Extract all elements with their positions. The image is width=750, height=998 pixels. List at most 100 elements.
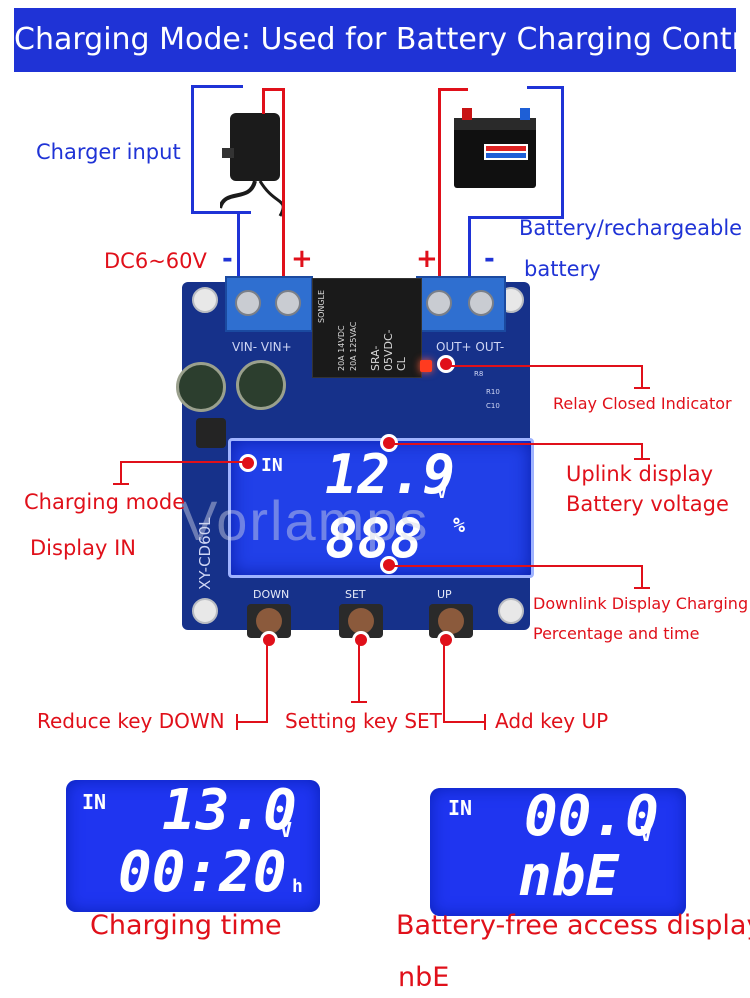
mount-hole-br: [498, 598, 524, 624]
wire-vin-minus-top: [191, 85, 243, 88]
input-terminal-label: VIN- VIN+: [232, 340, 292, 354]
panel-left-time: 00:20: [118, 840, 287, 905]
lcd-voltage: 12.9: [325, 443, 456, 506]
button-cap-icon: [348, 608, 374, 634]
wire-out-plus: [438, 88, 441, 302]
wire-vin-minus-bottom: [191, 211, 251, 214]
relay-callout-tick: [641, 365, 643, 389]
up-callout-dot: [437, 631, 455, 649]
panel-left-mode: IN: [82, 790, 107, 814]
battery-free-caption-2: nbE: [398, 962, 450, 993]
button-cap-icon: [256, 608, 282, 634]
vin-plus-sign: +: [291, 244, 313, 274]
lcd-mode: IN: [261, 455, 283, 476]
wire-battery-minus: [561, 86, 564, 219]
inductor: [196, 418, 226, 448]
vin-minus-sign: -: [222, 244, 233, 274]
output-terminal: [416, 276, 506, 332]
board-btn-down-label: DOWN: [253, 588, 290, 601]
charger-input-label: Charger input: [36, 140, 181, 164]
r10-label: R10: [486, 388, 500, 396]
up-callout-line-h: [443, 721, 485, 723]
down-callout-cap: [236, 714, 238, 730]
down-callout-line-h: [237, 721, 268, 723]
watermark: Vorlamps: [180, 489, 430, 552]
mount-hole-bl: [192, 598, 218, 624]
set-button[interactable]: [339, 604, 383, 638]
down-callout-line-v: [266, 644, 268, 722]
mount-hole-tl: [192, 287, 218, 313]
lcd-unit-percent: %: [453, 513, 466, 537]
charger-adapter-image: [218, 108, 285, 217]
out-plus-sign: +: [416, 244, 438, 274]
mode-callout-line: [120, 461, 245, 463]
capacitor-1: [176, 362, 226, 412]
panel-left-voltage: 13.0: [162, 778, 297, 843]
relay-led: [420, 360, 432, 372]
c10-label: C10: [486, 402, 500, 410]
screw-icon: [275, 290, 301, 316]
setting-key-label: Setting key SET: [285, 709, 442, 733]
relay-callout-line: [448, 365, 642, 367]
out-minus-sign: -: [484, 244, 495, 274]
lcd-lower: 888: [325, 507, 423, 570]
uplink-label-1: Uplink display: [566, 462, 714, 486]
screw-icon: [235, 290, 261, 316]
panel-right-voltage: 00.0: [524, 784, 659, 849]
downlink-callout-tick: [641, 565, 643, 589]
up-callout-line-v: [443, 644, 445, 722]
battery-free-display: IN 00.0 V nbE: [430, 784, 686, 916]
down-button[interactable]: [247, 604, 291, 638]
uplink-callout-line: [392, 443, 642, 445]
banner-title: Charging Mode: Used for Battery Charging…: [14, 8, 750, 72]
downlink-callout-line: [392, 565, 642, 567]
board-lcd: IN 12.9 V 888 %: [228, 438, 534, 578]
set-callout-cap: [351, 701, 367, 703]
board-btn-up-label: UP: [437, 588, 452, 601]
relay-rating-2: 20A 125VAC: [349, 321, 358, 371]
up-callout-cap: [484, 714, 486, 730]
mode-callout-cap: [113, 483, 129, 485]
panel-left-unit-v: V: [280, 818, 293, 842]
battery-label-line2: battery: [524, 257, 601, 281]
relay-model: SRA-05VDC-CL: [369, 329, 408, 371]
r8-label: R8: [474, 370, 484, 378]
wire-charger-plus: [262, 88, 265, 114]
screw-icon: [468, 290, 494, 316]
uplink-callout-cap: [634, 458, 650, 460]
panel-left-unit-h: h: [292, 876, 303, 897]
battery-image: [450, 96, 540, 192]
relay-indicator-label: Relay Closed Indicator: [553, 394, 732, 413]
lcd-unit-v: V: [437, 483, 447, 502]
wire-vin-plus-top: [262, 88, 284, 91]
output-terminal-label: OUT+ OUT-: [436, 340, 505, 354]
relay-brand: SONGLE: [317, 289, 326, 323]
wire-battery-minus-top: [527, 86, 564, 89]
downlink-callout-cap: [634, 587, 650, 589]
charging-time-caption: Charging time: [90, 910, 282, 941]
charging-time-display: IN 13.0 V 00:20 h: [66, 778, 320, 912]
screw-icon: [426, 290, 452, 316]
voltage-range-label: DC6~60V: [104, 249, 207, 273]
wire-vin-plus: [282, 88, 285, 302]
battery-free-caption-1: Battery-free access display: [396, 910, 750, 941]
relay-led-callout-dot: [437, 355, 455, 373]
down-callout-dot: [260, 631, 278, 649]
downlink-label-1: Downlink Display Charging: [533, 594, 749, 613]
relay-rating-1: 20A 14VDC: [337, 325, 346, 371]
uplink-callout-tick: [641, 443, 643, 459]
capacitor-2: [236, 360, 286, 410]
panel-right-status: nbE: [518, 844, 620, 909]
reduce-key-label: Reduce key DOWN: [37, 709, 225, 733]
add-key-label: Add key UP: [495, 709, 609, 733]
wire-vin-minus: [191, 85, 194, 213]
mode-callout-tick: [120, 461, 122, 485]
board-btn-set-label: SET: [345, 588, 366, 601]
relay-callout-cap: [634, 387, 650, 389]
wire-out-minus-top: [468, 216, 564, 219]
charging-mode-label-1: Charging mode: [24, 490, 186, 514]
set-callout-dot: [352, 631, 370, 649]
up-button[interactable]: [429, 604, 473, 638]
relay: SONGLE SRA-05VDC-CL 20A 14VDC 20A 125VAC: [312, 278, 422, 378]
button-cap-icon: [438, 608, 464, 634]
